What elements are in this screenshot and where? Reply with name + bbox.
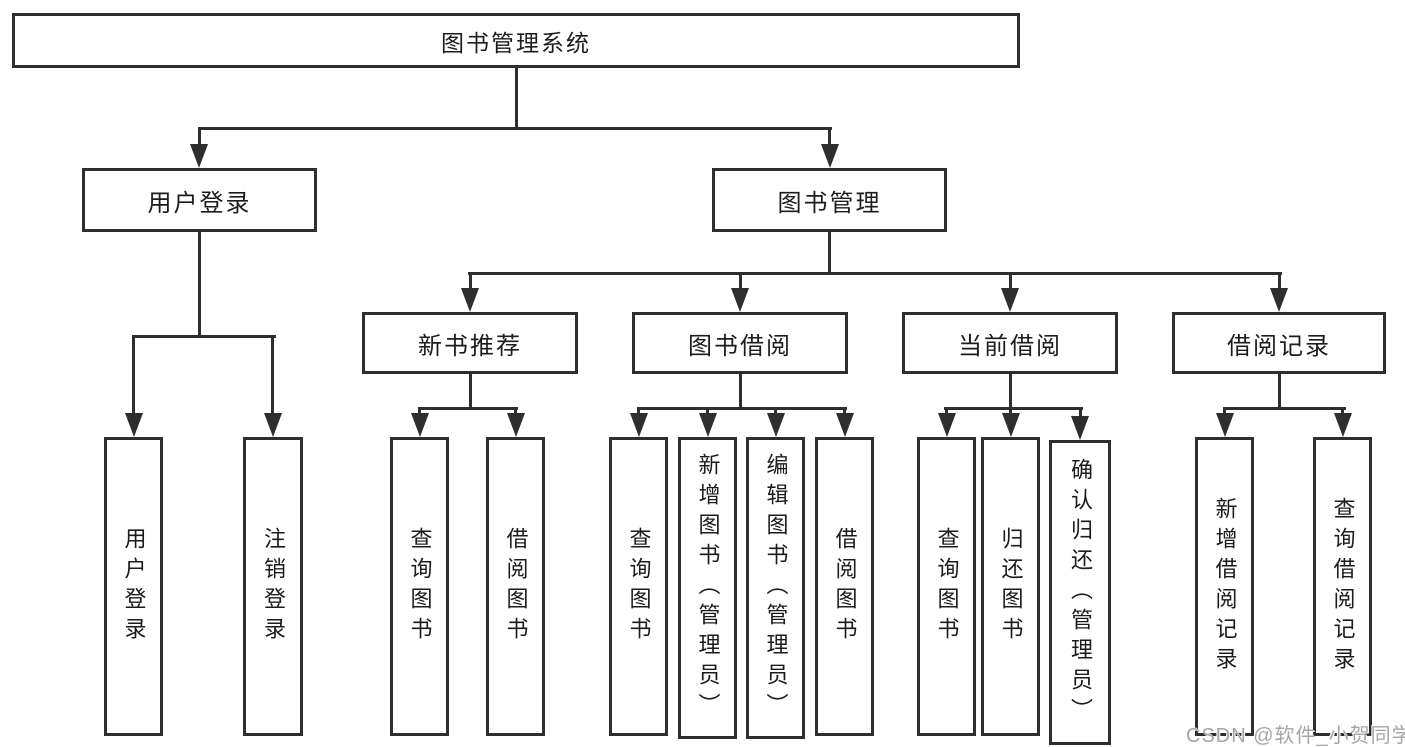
arrow-down — [132, 338, 135, 413]
connector-rail — [636, 407, 847, 410]
leaf-return-books: 归还图书 — [981, 437, 1040, 736]
connector-rail — [1222, 407, 1346, 410]
arrow-down — [197, 130, 201, 144]
arrow-down — [945, 410, 948, 413]
connector-stub — [1277, 374, 1281, 410]
arrow-down — [1009, 410, 1012, 413]
connector-rail — [467, 272, 1282, 275]
arrow-down — [637, 410, 640, 413]
leaf-edit-books-admin: 编辑图书（管理员） — [746, 437, 805, 739]
connector-rail — [131, 335, 276, 338]
leaf-query-books-current: 查询图书 — [917, 437, 976, 736]
node-library-management-system: 图书管理系统 — [12, 13, 1020, 68]
arrow-down — [1277, 275, 1281, 288]
arrow-down — [1008, 275, 1012, 288]
connector-stub — [468, 374, 472, 410]
arrow-down — [468, 275, 472, 288]
node-current-borrowing: 当前借阅 — [902, 312, 1118, 374]
arrow-down — [514, 410, 517, 413]
leaf-borrow-books-recommend: 借阅图书 — [486, 437, 545, 736]
node-book-borrowing: 图书借阅 — [632, 312, 848, 374]
arrow-down — [828, 130, 831, 144]
node-new-book-recommendation: 新书推荐 — [362, 312, 578, 374]
connector-rail — [417, 407, 518, 410]
node-user-login: 用户登录 — [82, 168, 317, 232]
leaf-add-borrow-record: 新增借阅记录 — [1195, 437, 1254, 736]
arrow-down — [706, 410, 709, 413]
arrow-down — [418, 410, 421, 413]
leaf-user-login: 用户登录 — [104, 437, 163, 736]
leaf-query-books-recommend: 查询图书 — [390, 437, 449, 736]
arrow-down — [843, 410, 846, 413]
arrow-down — [1223, 410, 1226, 413]
connector-stub — [828, 232, 831, 275]
arrow-down — [774, 410, 777, 413]
connector-stub — [1008, 374, 1012, 410]
arrow-down — [271, 338, 274, 413]
watermark: CSDN @软件_小贺同学 — [1186, 725, 1405, 747]
leaf-add-books-admin: 新增图书（管理员） — [678, 437, 737, 739]
connector-stub — [738, 374, 742, 410]
leaf-query-books-borrowing: 查询图书 — [609, 437, 668, 736]
leaf-logout: 注销登录 — [243, 437, 303, 736]
leaf-borrow-books-borrowing: 借阅图书 — [815, 437, 874, 736]
node-book-management: 图书管理 — [712, 168, 947, 232]
connector-rail — [943, 407, 1083, 410]
connector-stub — [514, 68, 518, 130]
leaf-confirm-return-admin: 确认归还（管理员） — [1049, 440, 1111, 745]
arrow-down — [1341, 410, 1344, 413]
arrow-down — [738, 275, 742, 288]
node-borrowing-records: 借阅记录 — [1172, 312, 1386, 374]
connector-stub — [197, 232, 201, 335]
leaf-query-borrow-record: 查询借阅记录 — [1313, 437, 1372, 736]
arrow-down — [1078, 410, 1082, 416]
